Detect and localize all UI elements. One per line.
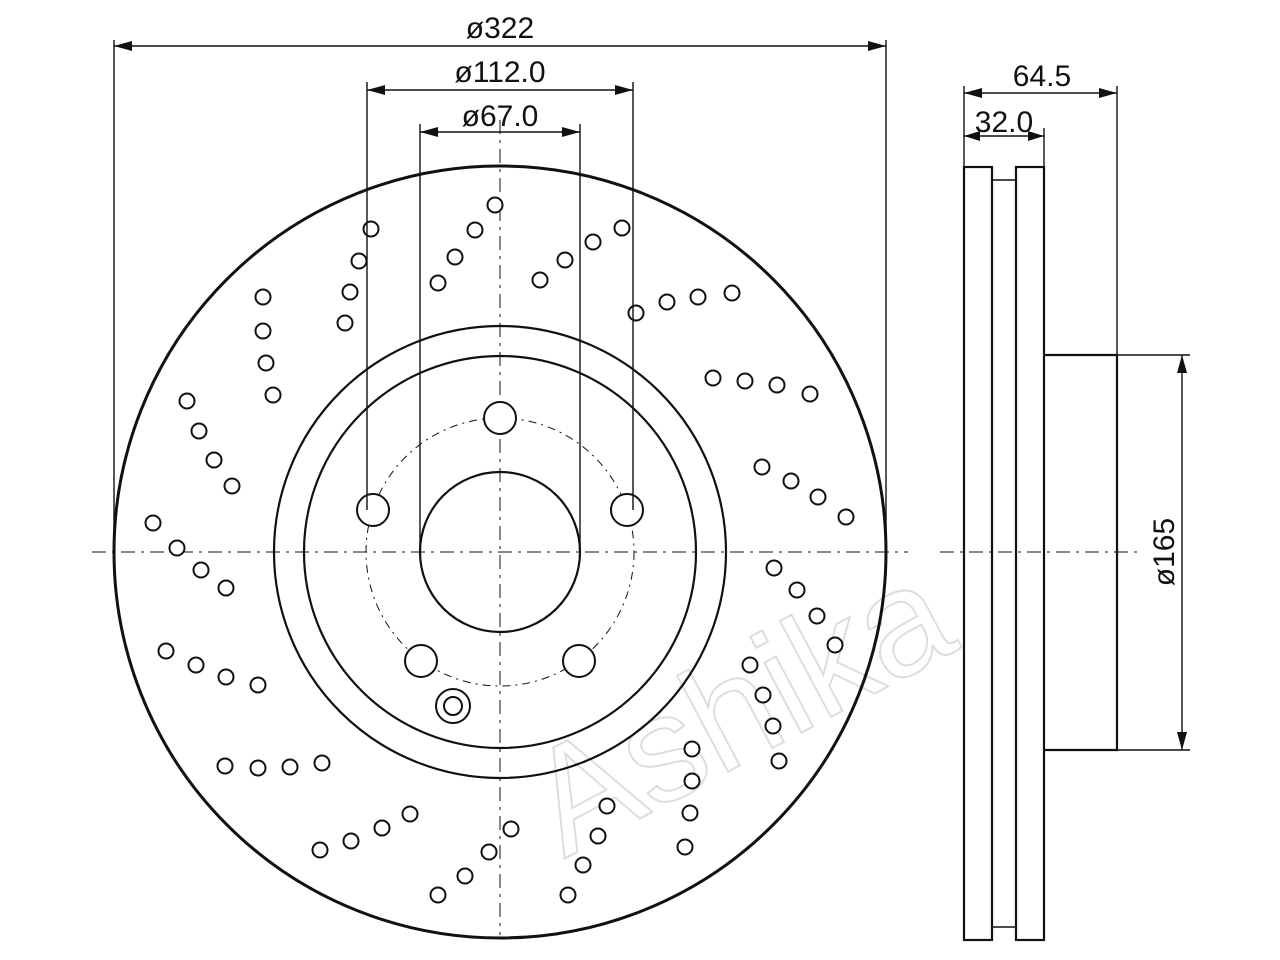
drilled-hole bbox=[373, 819, 391, 837]
bolt-hole bbox=[610, 493, 644, 527]
drilled-hole bbox=[223, 477, 241, 495]
drilled-hole bbox=[216, 757, 234, 775]
drilled-hole bbox=[446, 248, 464, 266]
drilled-hole bbox=[187, 656, 205, 674]
outer-diameter-label: ø322 bbox=[466, 12, 534, 45]
drilled-hole bbox=[217, 668, 235, 686]
dimension-hub: ø165 bbox=[1117, 354, 1190, 751]
drilled-hole bbox=[683, 772, 701, 790]
drilled-hole bbox=[676, 838, 694, 856]
drilled-hole bbox=[257, 354, 275, 372]
drilled-hole bbox=[826, 636, 844, 654]
drilled-hole bbox=[808, 607, 826, 625]
drilled-hole bbox=[486, 196, 504, 214]
dimension-outer: ø322 bbox=[113, 12, 887, 552]
drilled-hole bbox=[144, 514, 162, 532]
drilled-hole bbox=[736, 372, 754, 390]
watermark-logo: Ashika bbox=[500, 527, 977, 887]
drilled-hole bbox=[801, 385, 819, 403]
drilled-hole bbox=[313, 754, 331, 772]
locating-screw-inner bbox=[443, 696, 463, 716]
drilled-hole bbox=[704, 369, 722, 387]
drilled-hole bbox=[281, 758, 299, 776]
drilled-hole bbox=[178, 392, 196, 410]
bolt-hole bbox=[356, 493, 390, 527]
drilled-hole bbox=[613, 219, 631, 237]
drilled-holes-group bbox=[144, 196, 855, 904]
drilled-hole bbox=[350, 252, 368, 270]
drilled-hole bbox=[765, 559, 783, 577]
drilled-hole bbox=[753, 458, 771, 476]
drilled-hole bbox=[480, 843, 498, 861]
center-bore-diameter-label: ø67.0 bbox=[462, 100, 539, 133]
drilled-hole bbox=[689, 288, 707, 306]
drilled-hole bbox=[311, 841, 329, 859]
dimension-disc-thickness: 32.0 bbox=[964, 106, 1045, 167]
drilled-hole bbox=[782, 472, 800, 490]
total-height-label: 64.5 bbox=[1013, 60, 1071, 93]
drilled-hole bbox=[723, 284, 741, 302]
drilled-hole bbox=[336, 314, 354, 332]
dimension-bolt-circle: ø112.0 bbox=[366, 56, 634, 510]
drilled-hole bbox=[249, 676, 267, 694]
drilled-hole bbox=[342, 832, 360, 850]
drilled-hole bbox=[589, 827, 607, 845]
front-view bbox=[92, 120, 908, 940]
drilled-hole bbox=[254, 288, 272, 306]
drilled-hole bbox=[217, 579, 235, 597]
dimension-center-bore: ø67.0 bbox=[419, 100, 581, 552]
side-view bbox=[940, 165, 1140, 942]
drilled-hole bbox=[157, 642, 175, 660]
drilled-hole bbox=[598, 797, 616, 815]
drilled-hole bbox=[809, 488, 827, 506]
drilled-hole bbox=[429, 274, 447, 292]
drilled-hole bbox=[254, 322, 272, 340]
drilled-hole bbox=[754, 686, 772, 704]
drilled-hole bbox=[531, 271, 549, 289]
drilled-hole bbox=[264, 386, 282, 404]
drilled-hole bbox=[658, 293, 676, 311]
drilled-hole bbox=[466, 221, 484, 239]
bolt-hole bbox=[404, 644, 438, 678]
drilled-hole bbox=[574, 856, 592, 874]
drilled-hole bbox=[362, 220, 380, 238]
bolt-hole bbox=[483, 401, 517, 435]
drilled-hole bbox=[205, 451, 223, 469]
drilled-hole bbox=[559, 886, 577, 904]
drilled-hole bbox=[584, 233, 602, 251]
drilled-hole bbox=[168, 539, 186, 557]
drilled-hole bbox=[681, 804, 699, 822]
drilled-hole bbox=[502, 820, 520, 838]
drilled-hole bbox=[249, 759, 267, 777]
drilled-hole bbox=[556, 251, 574, 269]
drilled-hole bbox=[741, 656, 759, 674]
drilled-hole bbox=[764, 717, 782, 735]
bolt-circle-diameter-label: ø112.0 bbox=[454, 56, 545, 89]
drilled-hole bbox=[837, 508, 855, 526]
drilled-hole bbox=[192, 561, 210, 579]
drilled-hole bbox=[401, 805, 419, 823]
drilled-hole bbox=[429, 886, 447, 904]
drilled-hole bbox=[788, 581, 806, 599]
drilled-hole bbox=[768, 376, 786, 394]
dimension-total-height: 64.5 bbox=[963, 60, 1118, 355]
hub-diameter-label: ø165 bbox=[1148, 518, 1181, 586]
friction-ring-outboard bbox=[962, 165, 994, 942]
bolt-hole bbox=[562, 644, 596, 678]
drilled-hole bbox=[770, 752, 788, 770]
drilled-hole bbox=[456, 867, 474, 885]
drilled-hole bbox=[683, 740, 701, 758]
disc-thickness-label: 32.0 bbox=[975, 106, 1033, 139]
drilled-hole bbox=[190, 422, 208, 440]
drilled-hole bbox=[627, 304, 645, 322]
friction-ring-inboard bbox=[1014, 165, 1046, 942]
drilled-hole bbox=[341, 283, 359, 301]
